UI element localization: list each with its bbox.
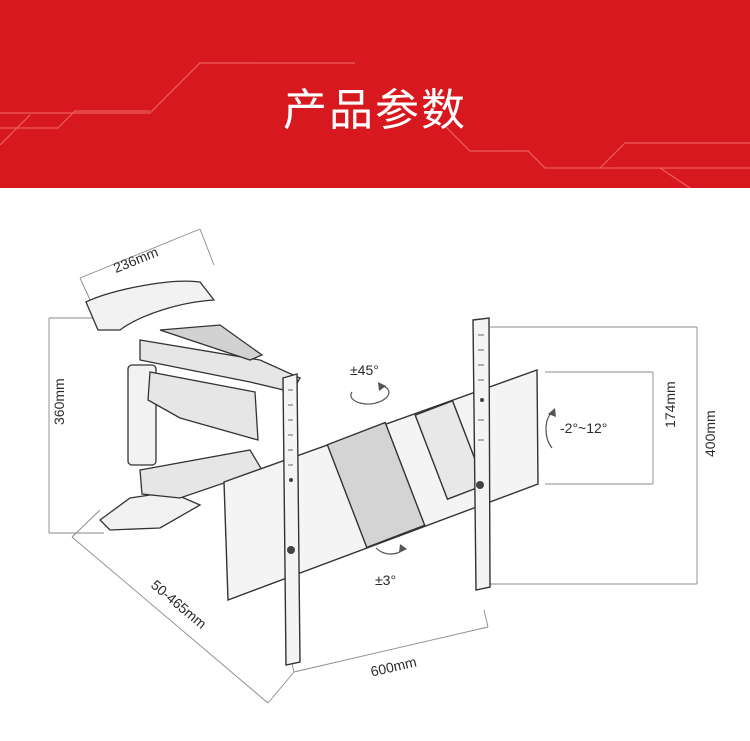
- label-swivel: ±45°: [350, 362, 379, 378]
- label-inner-height: 174mm: [662, 381, 678, 428]
- wall-mount-diagram: 236mm 360mm 50-465mm 600mm 400mm 174mm ±…: [48, 228, 718, 704]
- label-plate-height: 400mm: [702, 410, 718, 457]
- banner-decorative-lines: [0, 62, 750, 188]
- tilt-arrow-icon: [545, 411, 553, 449]
- label-arm-height: 360mm: [51, 378, 67, 425]
- header-banner: 产品参数: [0, 0, 750, 188]
- label-extension: 50-465mm: [148, 577, 210, 632]
- swing-arms: [139, 324, 301, 499]
- label-rotation: ±3°: [375, 572, 396, 588]
- swivel-arrow-icon: [350, 385, 390, 405]
- page-title: 产品参数: [283, 85, 467, 136]
- label-tilt: -2°~12°: [560, 420, 607, 436]
- label-plate-width: 600mm: [369, 653, 418, 679]
- tv-bracket: [223, 317, 539, 666]
- label-top-width: 236mm: [111, 244, 160, 276]
